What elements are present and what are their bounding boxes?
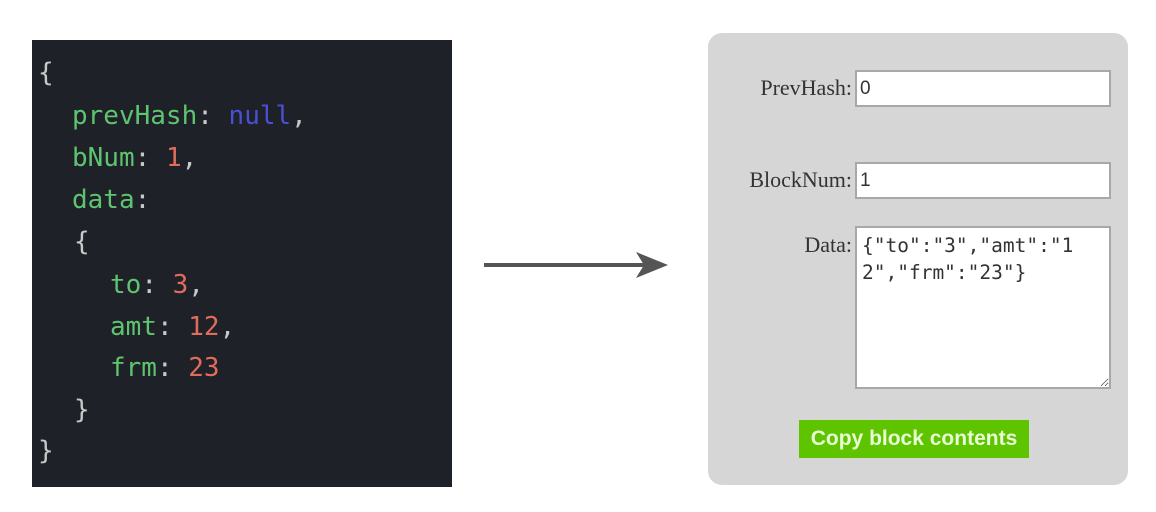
code-snippet: { prevHash: null, bNum: 1, data: { to: 3… [32, 40, 452, 487]
inner-open-brace: { [74, 227, 90, 257]
data-label: Data: [804, 232, 852, 257]
arrow-right-icon [484, 252, 668, 278]
key: data [72, 185, 135, 215]
value: 1 [165, 143, 182, 173]
value: null [228, 101, 292, 131]
copy-block-contents-button[interactable]: Copy block contents [799, 420, 1029, 458]
key: to [110, 270, 142, 300]
line-data: data: [72, 185, 151, 215]
blocknum-input[interactable] [855, 162, 1111, 199]
prevhash-label: PrevHash: [760, 75, 852, 100]
prevhash-input[interactable] [855, 70, 1111, 107]
value: 23 [188, 353, 220, 383]
line-frm: frm: 23 [110, 353, 220, 383]
key: amt [110, 312, 157, 342]
key: frm [110, 353, 157, 383]
value: 12 [188, 312, 220, 342]
open-brace: { [38, 58, 54, 88]
inner-close-brace: } [74, 395, 90, 425]
line-bnum: bNum: 1, [72, 143, 198, 173]
close-brace: } [38, 436, 54, 466]
line-to: to: 3, [110, 270, 204, 300]
block-form: PrevHash: BlockNum: Data: {"to":"3","amt… [708, 33, 1128, 485]
key: bNum [72, 143, 135, 173]
line-prevhash: prevHash: null, [72, 101, 307, 131]
key: prevHash [72, 101, 198, 131]
value: 3 [172, 270, 189, 300]
line-amt: amt: 12, [110, 312, 236, 342]
data-textarea[interactable]: {"to":"3","amt":"12","frm":"23"} [855, 226, 1111, 389]
blocknum-label: BlockNum: [749, 167, 852, 192]
